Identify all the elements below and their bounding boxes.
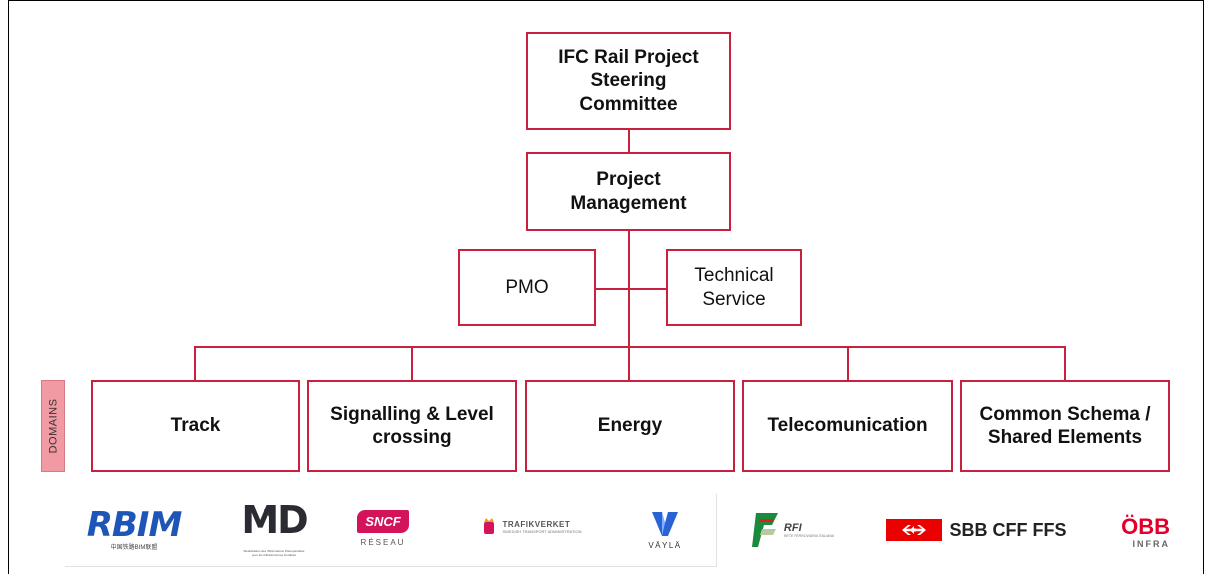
rfi-logo: RFI RETE FERROVIARIA ITALIANA — [732, 510, 852, 550]
connector-telecom — [847, 346, 849, 382]
domains-bus — [194, 346, 1066, 348]
technical-service-node: Technical Service — [666, 249, 802, 326]
rfi-emblem-icon — [751, 513, 778, 547]
sbb-logo: SBB CFF FFS — [878, 518, 1074, 542]
connector-track — [194, 346, 196, 382]
minnd-logo-text: MD — [241, 498, 308, 542]
connector-technical — [629, 288, 667, 290]
domain-telecomunication: Telecomunication — [742, 380, 953, 472]
logos-separator-horizontal — [65, 566, 717, 567]
minnd-logo-subtext: Modélisation des INformations INteropéra… — [243, 549, 305, 557]
sbb-arrows-icon — [885, 519, 942, 541]
connector-signalling — [411, 346, 413, 382]
connector-common — [1064, 346, 1066, 382]
rfi-logo-subtext: RETE FERROVIARIA ITALIANA — [783, 534, 835, 538]
sbb-logo-text: SBB CFF FFS — [949, 519, 1067, 540]
project-management-node: Project Management — [526, 152, 731, 231]
connector-pmo — [596, 288, 629, 290]
minnd-logo: MD N Modélisation des INformations INter… — [240, 500, 308, 558]
domain-signalling: Signalling & Level crossing — [307, 380, 517, 472]
pmo-node: PMO — [458, 249, 596, 326]
trafikverket-logo-text: TRAFIKVERKET — [502, 520, 571, 529]
rfi-logo-text: RFI — [783, 522, 802, 534]
vayla-logo-text: VÄYLÄ — [648, 540, 682, 550]
steering-committee-node: IFC Rail Project Steering Committee — [526, 32, 731, 130]
obb-logo-text: ÖBB — [1121, 514, 1170, 539]
trafikverket-crown-icon — [484, 518, 495, 534]
trafikverket-logo-subtext: SWEDISH TRANSPORT ADMINISTRATION — [502, 529, 582, 534]
domains-tag-label: DOMAINS — [47, 398, 59, 454]
obb-infra-logo: ÖBB INFRA — [1104, 510, 1170, 554]
domains-tag: DOMAINS — [41, 380, 65, 472]
trafikverket-logo: TRAFIKVERKET SWEDISH TRANSPORT ADMINISTR… — [462, 512, 602, 542]
connector-steering-management — [628, 128, 630, 152]
sncf-logo-subtext: RÉSEAU — [360, 537, 406, 547]
vayla-v-icon — [652, 511, 678, 536]
rbim-logo: RBIM 中国铁路BIM联盟 — [78, 500, 190, 558]
sncf-logo-badge: SNCF — [357, 509, 409, 533]
page-frame — [8, 0, 1204, 574]
minnd-logo-n: N — [263, 506, 273, 521]
rbim-logo-subtext: 中国铁路BIM联盟 — [110, 545, 158, 551]
rbim-logo-text: RBIM — [86, 505, 183, 545]
obb-logo-subtext: INFRA — [1132, 539, 1170, 549]
domain-energy: Energy — [525, 380, 735, 472]
vayla-logo: VÄYLÄ — [640, 504, 690, 556]
domain-common-schema: Common Schema / Shared Elements — [960, 380, 1170, 472]
domain-track: Track — [91, 380, 300, 472]
logos-separator-vertical — [716, 494, 717, 566]
sncf-reseau-logo: SNCF RÉSEAU — [352, 502, 414, 554]
connector-energy — [628, 346, 630, 382]
